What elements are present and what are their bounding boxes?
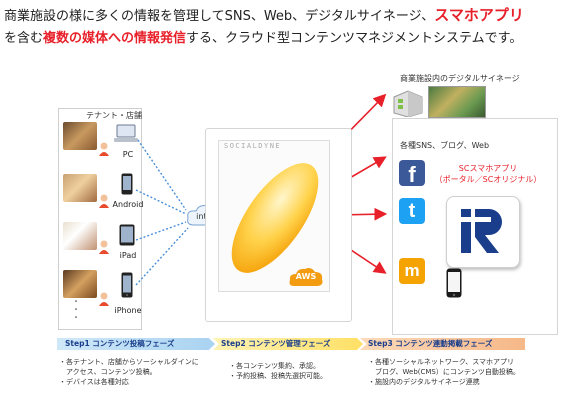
aws-cloud-icon: [289, 268, 323, 286]
facebook-icon: f: [399, 160, 425, 187]
device-label-ipad: iPad: [119, 251, 137, 260]
app-label-line1: SCスマホアプリ: [458, 164, 518, 173]
step3-header: Step3 コンテンツ連動掲載フェーズ: [360, 338, 525, 350]
headline-line2-highlight: 複数の媒体への情報発信: [43, 31, 187, 46]
app-label-line2: （ポータル／SCオリジナル）: [434, 175, 542, 184]
sns-label: 各種SNS、ブログ、Web: [400, 141, 490, 150]
device-label-iphone: iPhone: [114, 306, 142, 315]
headline-line1-highlight: スマホアプリ: [434, 6, 524, 24]
smartphone-icon: [121, 272, 133, 298]
building-icon: [393, 90, 423, 117]
step2-line: ・予約投稿、投稿先選択可能。: [229, 372, 327, 380]
app-logo-icon: [461, 209, 502, 253]
step1-line: ・デバイスは各種対応: [59, 378, 129, 386]
platform-ellipse: [231, 163, 319, 273]
more-dots: ・ ・ ・: [72, 297, 80, 322]
pc-icon: [114, 124, 138, 142]
mixi-icon: m: [399, 258, 425, 284]
tenant-photo: [63, 270, 97, 298]
tenant-photo: [63, 174, 97, 202]
headline-line2-suffix: する、クラウド型コンテンツマネジメントシステムです。: [186, 31, 523, 46]
tenant-panel-title: テナント・店舗: [86, 111, 142, 120]
person-icon: [99, 240, 109, 254]
headline-line1-text: 商業施設の様に多くの情報を管理してSNS、Web、デジタルサイネージ、: [4, 9, 435, 24]
platform-brand: SOCIALDYNE: [224, 142, 282, 150]
tenant-photo: [63, 122, 97, 150]
smartphone-icon: [446, 268, 462, 298]
twitter-icon: t: [399, 198, 425, 224]
person-icon: [99, 142, 109, 156]
step1-header: Step1 コンテンツ投稿フェーズ: [57, 338, 215, 350]
tenant-photo: [63, 222, 97, 250]
smartphone-icon: [121, 173, 133, 195]
step2-header: Step2 コンテンツ管理フェーズ: [213, 338, 363, 350]
signage-label: 商業施設内のデジタルサイネージ: [400, 74, 520, 83]
step3-body: ・各種ソーシャルネットワーク、スマホアプリ ブログ、Web(CMS）にコンテンツ…: [368, 357, 563, 387]
step3-line: ブログ、Web(CMS）にコンテンツ自動投稿。: [368, 368, 520, 376]
step2-line: ・各コンテンツ集約、承認。: [229, 362, 320, 370]
step1-line: アクセス、コンテンツ投稿。: [59, 368, 157, 376]
headline-line2-prefix: を含む: [4, 31, 44, 46]
headline: 商業施設の様に多くの情報を管理してSNS、Web、デジタルサイネージ、スマホアプ…: [4, 4, 564, 50]
tablet-icon: [119, 224, 135, 246]
device-label-android: Android: [112, 200, 144, 209]
step1-line: ・各テナント、店舗からソーシャルダインに: [59, 358, 199, 366]
person-icon: [99, 194, 109, 208]
person-icon: [99, 292, 109, 306]
device-label-pc: PC: [122, 150, 134, 159]
step1-body: ・各テナント、店舗からソーシャルダインに アクセス、コンテンツ投稿。 ・デバイス…: [59, 357, 219, 387]
step3-line: ・各種ソーシャルネットワーク、スマホアプリ: [368, 358, 515, 366]
step3-line: ・施設内のデジタルサイネージ連携: [368, 378, 480, 386]
aws-label: AWS: [295, 272, 317, 281]
app-logo: [446, 196, 520, 268]
step2-body: ・各コンテンツ集約、承認。 ・予約投稿、投稿先選択可能。: [229, 361, 359, 381]
signage-image: [428, 86, 486, 118]
